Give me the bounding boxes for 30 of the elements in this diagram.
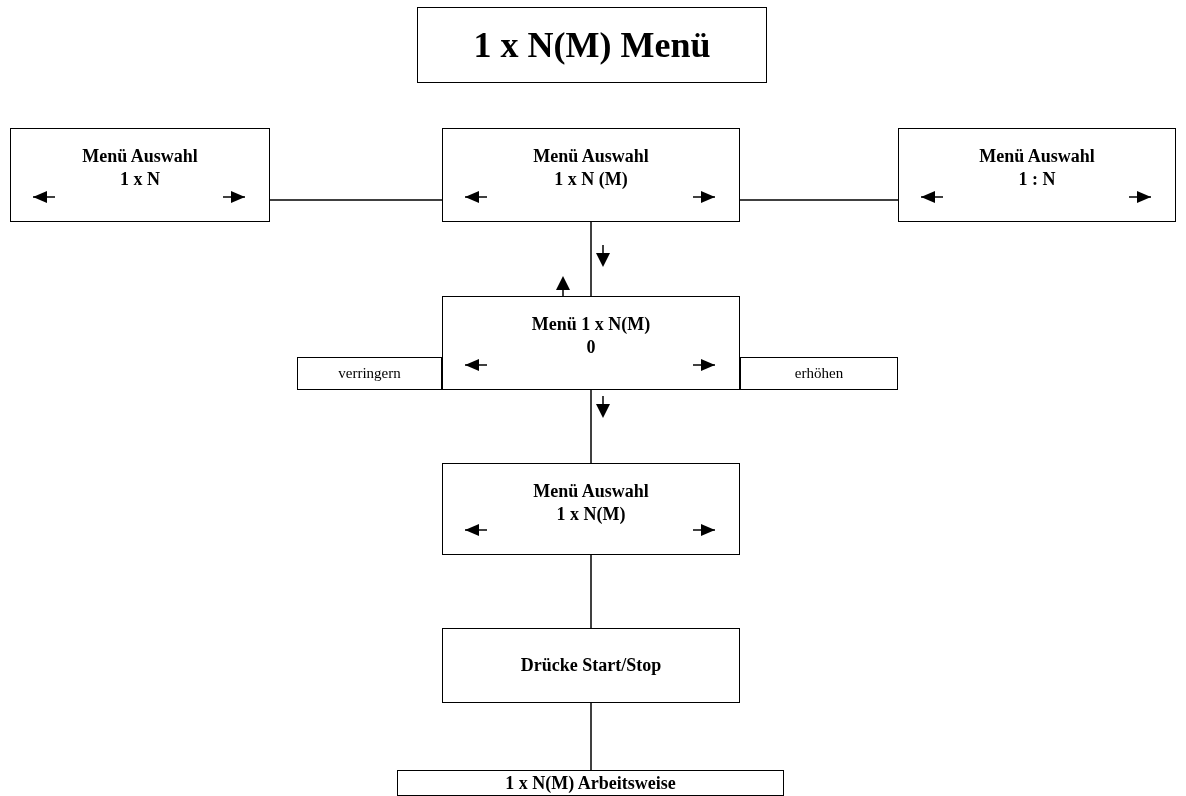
connector-line — [590, 702, 592, 771]
box-text: 1 x N (M) — [554, 167, 628, 190]
menu-box — [442, 628, 740, 703]
box-text: 0 — [586, 335, 596, 358]
box-text: Menü Auswahl — [82, 145, 198, 168]
box-text: 1 x N(M) — [556, 502, 626, 525]
menu-box — [898, 128, 1176, 222]
box-text: Drücke Start/Stop — [520, 654, 662, 677]
connector-line — [590, 389, 592, 464]
menu-box — [442, 128, 740, 222]
menu-box — [442, 463, 740, 555]
connector-line — [269, 199, 443, 201]
title-box: 1 x N(M) Menü — [417, 7, 767, 83]
menu-box — [397, 770, 784, 796]
label-box — [297, 357, 442, 390]
box-text: 1 x N(M) Arbeitsweise — [505, 771, 676, 795]
menu-box — [442, 296, 740, 390]
connector-line — [590, 554, 592, 629]
connector-line — [590, 221, 592, 297]
label-box — [740, 357, 898, 390]
box-text: verringern — [338, 364, 401, 383]
connector-line — [739, 199, 899, 201]
box-text: Menü 1 x N(M) — [531, 313, 651, 336]
box-text: Menü Auswahl — [979, 145, 1095, 168]
box-text: Menü Auswahl — [533, 145, 649, 168]
box-text: 1 x N — [120, 167, 160, 190]
box-text: 1 : N — [1018, 167, 1056, 190]
box-text: erhöhen — [794, 364, 844, 383]
menu-box — [10, 128, 270, 222]
box-text: Menü Auswahl — [533, 480, 649, 503]
